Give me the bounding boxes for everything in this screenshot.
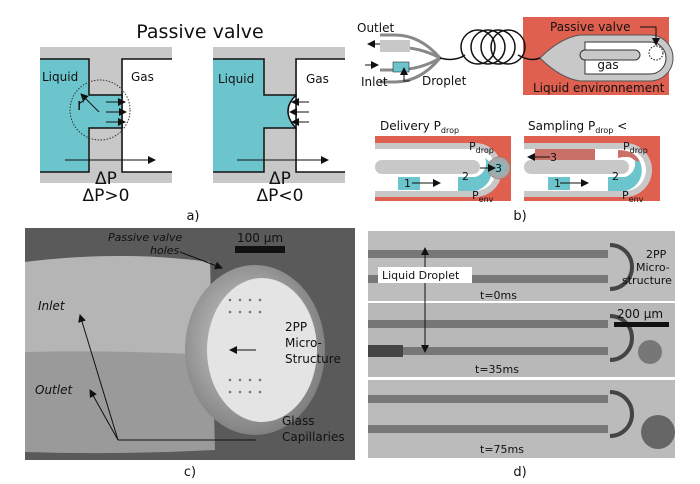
panel-d: t=0ms t=35ms t=75ms 2PP Micro- structure… <box>368 231 675 480</box>
outlet-label: Outlet <box>357 21 394 35</box>
scale-bar <box>235 246 285 253</box>
time-label: t=0ms <box>480 289 517 302</box>
panel-d-label: d) <box>513 465 526 480</box>
p-env-label: Penv <box>622 189 644 204</box>
glass-label: Glass <box>282 414 315 428</box>
panel-a-title: Passive valve <box>136 21 263 43</box>
delivery-title: Delivery Pdrop <box>380 119 459 135</box>
scale-label: 200 µm <box>617 307 663 321</box>
time-label: t=35ms <box>475 363 519 376</box>
delta-p-label: ΔP <box>269 169 291 189</box>
step-1: 1 <box>554 177 561 190</box>
p-drop-label: Pdrop <box>623 140 648 155</box>
condition-label: ΔP<0 <box>257 186 304 206</box>
outlet-label: Outlet <box>35 383 73 397</box>
valve-open-diagram: Liquid Gas r ΔP ΔP>0 <box>40 47 172 206</box>
delivery-diagram: Delivery Pdrop 1 2 3 Pdrop Penv <box>375 119 511 204</box>
glass-label-2: Capillaries <box>282 430 345 444</box>
droplet-label: Droplet <box>422 74 467 88</box>
panel-b: Outlet Inlet Droplet Passive valve gas L… <box>357 17 674 224</box>
step-3: 3 <box>495 162 502 175</box>
delta-p-label: ΔP <box>95 169 117 189</box>
droplet-label: Liquid Droplet <box>382 269 460 282</box>
p-env-label: Penv <box>472 189 494 204</box>
scale-label: 100 µm <box>237 231 283 245</box>
step-3: 3 <box>550 151 557 164</box>
radius-label: r <box>77 95 84 114</box>
scale-bar <box>614 322 669 327</box>
gas-label: gas <box>597 58 618 72</box>
liquid-label: Liquid <box>42 70 78 84</box>
structure-label-2: Micro- <box>636 261 670 274</box>
inlet-label: Inlet <box>361 75 388 89</box>
time-label: t=75ms <box>480 443 524 456</box>
liquid-label: Liquid <box>218 72 254 86</box>
valve-holes-label: Passive valve <box>108 231 182 244</box>
valve-closed-diagram: Liquid Gas ΔP ΔP<0 <box>213 47 345 206</box>
p-drop-label: Pdrop <box>469 140 494 155</box>
structure-label-2: Micro- <box>285 336 322 350</box>
panel-c: 100 µm Passive valve holes Inlet Outlet … <box>25 228 355 480</box>
structure-label-3: Structure <box>285 352 341 366</box>
environment-label: Liquid environnement <box>533 81 665 95</box>
sampling-diagram: Sampling Pdrop < 1 2 3 Pdrop Penv <box>524 119 660 204</box>
panel-c-label: c) <box>184 465 196 480</box>
passive-valve-label: Passive valve <box>550 20 630 34</box>
frame-35ms: t=35ms <box>368 303 675 377</box>
condition-label: ΔP>0 <box>83 186 130 206</box>
frame-0ms: t=0ms <box>368 231 675 302</box>
sampling-title: Sampling Pdrop < <box>528 119 627 135</box>
inlet-label: Inlet <box>38 299 66 313</box>
panel-a-label: a) <box>186 209 199 224</box>
panel-a: Passive valve Liquid Gas r ΔP ΔP>0 <box>40 21 345 224</box>
frame-75ms: t=75ms <box>368 380 675 458</box>
structure-label-3: structure <box>622 274 672 287</box>
step-2: 2 <box>612 170 619 183</box>
step-1: 1 <box>404 177 411 190</box>
gas-label: Gas <box>131 70 154 84</box>
step-2: 2 <box>462 170 469 183</box>
structure-label: 2PP <box>646 248 667 261</box>
gas-label: Gas <box>306 72 329 86</box>
valve-holes-label-2: holes <box>150 244 180 257</box>
panel-b-label: b) <box>513 209 526 224</box>
structure-label: 2PP <box>285 320 307 334</box>
